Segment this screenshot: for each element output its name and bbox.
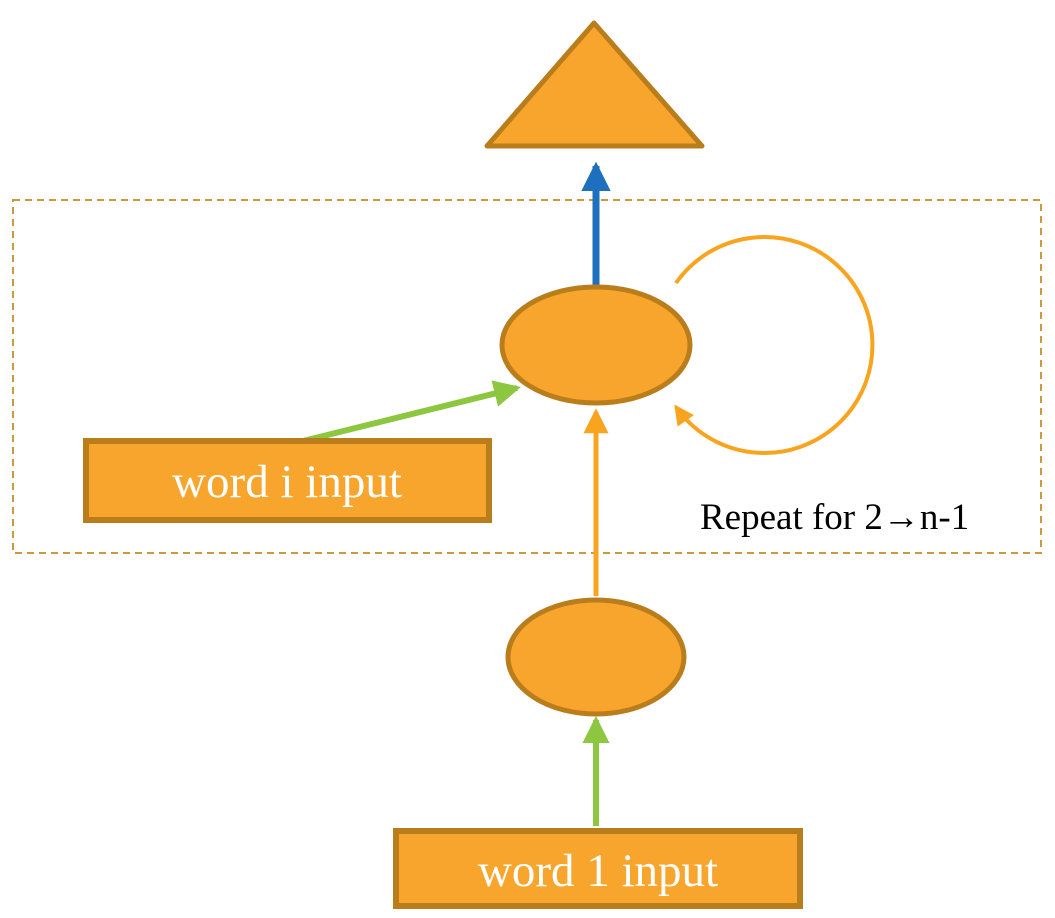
hidden-node-upper bbox=[499, 284, 693, 406]
self-loop-arrow bbox=[674, 235, 875, 455]
repeat-note-label: Repeat for 2→n-1 bbox=[700, 497, 969, 538]
word-1-input-box bbox=[393, 828, 803, 909]
hidden-node-lower bbox=[505, 597, 687, 717]
repeat-region-box bbox=[12, 199, 1042, 554]
word-i-input-box bbox=[83, 438, 492, 523]
arrow-wordi-to-upper bbox=[290, 380, 521, 447]
word-1-input-label: word 1 input bbox=[478, 845, 718, 897]
output-triangle bbox=[484, 20, 705, 149]
word-i-input-label: word i input bbox=[172, 456, 402, 508]
